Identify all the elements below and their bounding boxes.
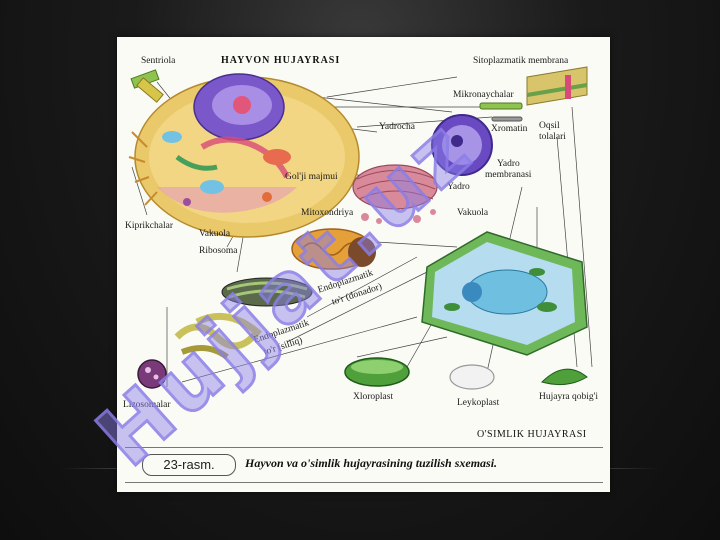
leucoplast-illustration <box>449 364 495 390</box>
smooth-er-illustration <box>174 312 262 360</box>
golgi-illustration <box>352 164 438 224</box>
figure-caption: Hayvon va o'simlik hujayrasining tuzilis… <box>245 456 498 470</box>
label-ribosoma: Ribosoma <box>199 246 238 256</box>
label-yadrocha: Yadrocha <box>379 122 415 132</box>
caption-bar <box>125 447 603 483</box>
label-yadro-membranasi-2: membranasi <box>485 170 532 180</box>
animal-cell <box>128 73 360 238</box>
label-sitoplazmatik-membrana: Sitoplazmatik membrana <box>473 56 569 66</box>
label-hujayra-qobigi: Hujayra qobig'i <box>539 392 598 402</box>
rough-er-illustration <box>221 277 313 307</box>
label-oqsil: Oqsil <box>539 121 560 131</box>
chloroplast-illustration <box>344 357 410 387</box>
microtubules-illustration <box>479 102 523 122</box>
label-kiprikchalar: Kiprikchalar <box>125 221 174 231</box>
plant-cell <box>421 231 588 356</box>
label-xloroplast: Xloroplast <box>353 392 394 402</box>
animal-cell-title: HAYVON HUJAYRASI <box>221 55 341 66</box>
label-mitoxondriya: Mitoxondriya <box>301 208 354 218</box>
nucleus-illustration <box>431 114 493 176</box>
label-xromatin: Xromatin <box>491 124 528 134</box>
centriole-illustration <box>130 69 164 103</box>
label-tolalari: tolalari <box>539 132 566 142</box>
label-yadro-membranasi-1: Yadro <box>497 159 520 169</box>
cell-illustration <box>128 66 593 390</box>
cell-wall-illustration <box>541 368 588 386</box>
lysosome-illustration <box>137 359 167 389</box>
membrane-illustration <box>526 66 588 106</box>
cell-structure-figure: HAYVON HUJAYRASI O'SIMLIK HUJAYRASI Sent… <box>117 37 610 492</box>
label-golji: Gol'ji majmui <box>285 172 338 182</box>
mitochondria-illustration <box>291 228 376 270</box>
plant-cell-title: O'SIMLIK HUJAYRASI <box>477 429 587 440</box>
figure-number: 23-rasm. <box>142 454 236 476</box>
label-vakuola-right: Vakuola <box>457 208 489 218</box>
label-sentriola: Sentriola <box>141 56 176 66</box>
label-lizosomalar: Lizosomalar <box>123 400 171 410</box>
label-leykoplast: Leykoplast <box>457 398 500 408</box>
label-yadro: Yadro <box>447 182 470 192</box>
label-vakuola-left: Vakuola <box>199 229 231 239</box>
label-mikronaychalar: Mikronaychalar <box>453 90 514 100</box>
